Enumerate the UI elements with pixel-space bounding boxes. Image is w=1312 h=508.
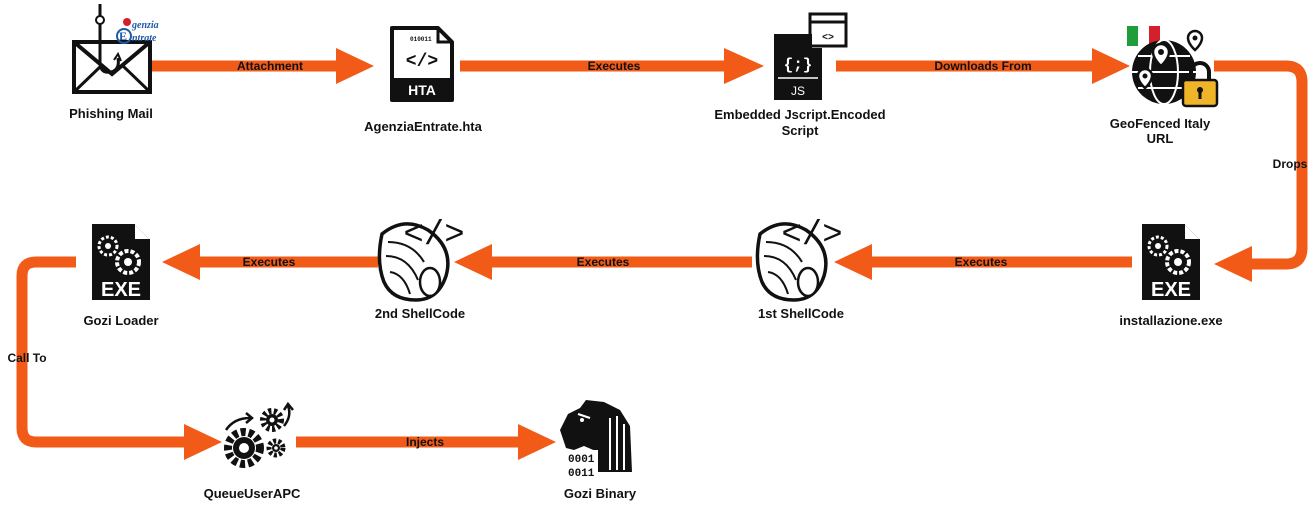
gears-icon — [224, 401, 294, 468]
node-label-gozi-binary: Gozi Binary — [564, 486, 637, 501]
node-label-geofenced-line2: URL — [1147, 131, 1174, 146]
svg-text:EXE: EXE — [101, 279, 141, 301]
node-label-shellcode-2: 2nd ShellCode — [375, 306, 465, 321]
svg-text:0011: 0011 — [568, 468, 595, 480]
edge-downloads-from — [836, 48, 1130, 84]
node-label-geofenced-line1: GeoFenced Italy — [1110, 116, 1211, 131]
edge-attachment — [150, 48, 374, 84]
edge-label-executes-2: Executes — [955, 255, 1008, 269]
edge-label-executes-4: Executes — [243, 255, 296, 269]
edge-label-executes-1: Executes — [588, 59, 641, 73]
shell-code-icon: </> — [755, 217, 843, 302]
edge-label-attachment: Attachment — [237, 59, 303, 73]
svg-text:</>: </> — [781, 217, 842, 255]
edge-drops — [1214, 60, 1308, 282]
svg-text:{;}: {;} — [784, 56, 813, 74]
svg-text:E: E — [119, 29, 127, 43]
edge-executes-1 — [460, 48, 764, 84]
node-geofenced: GeoFenced Italy URL — [1110, 26, 1219, 146]
node-label-queue-user-apc: QueueUserAPC — [204, 486, 301, 501]
node-installazione: EXE installazione.exe — [1119, 224, 1223, 328]
edge-call-to — [16, 256, 222, 460]
svg-text:ntrate: ntrate — [132, 33, 157, 44]
globe-lock-icon — [1132, 29, 1219, 108]
svg-text:0001: 0001 — [568, 454, 595, 466]
svg-text:</>: </> — [406, 52, 438, 72]
edge-executes-2 — [834, 244, 1132, 280]
shell-code-icon: </> — [377, 217, 465, 302]
svg-text:010011: 010011 — [410, 36, 432, 43]
edge-label-injects: Injects — [406, 435, 444, 449]
node-label-hta: AgenziaEntrate.hta — [364, 119, 483, 134]
svg-text:</>: </> — [403, 217, 464, 255]
node-hta: 010011 </> HTA AgenziaEntrate.hta — [364, 26, 483, 134]
edge-label-call-to: Call To — [7, 351, 46, 365]
node-shellcode-1: </> 1st ShellCode — [755, 217, 844, 321]
hta-file-icon: 010011 </> HTA — [390, 26, 454, 102]
edge-executes-3 — [454, 244, 752, 280]
svg-text:HTA: HTA — [408, 82, 436, 98]
edge-label-executes-3: Executes — [577, 255, 630, 269]
svg-text:<>: <> — [822, 33, 834, 44]
flow-arrows — [16, 48, 1308, 460]
svg-text:JS: JS — [791, 84, 805, 98]
trojan-horse-icon: 0001 0011 — [560, 400, 632, 480]
node-phishing-mail: E genzia ntrate Phishing Mail — [69, 4, 159, 121]
node-jscript: <> {;} JS Embedded Jscript.Encoded Scrip… — [714, 12, 886, 138]
node-label-gozi-loader: Gozi Loader — [83, 313, 158, 328]
js-file-icon: <> {;} JS — [774, 12, 848, 100]
edge-label-drops: Drops — [1273, 157, 1308, 171]
node-gozi-loader: EXE Gozi Loader — [83, 224, 159, 328]
exe-file-icon: EXE — [1142, 224, 1200, 301]
envelope-hook-icon — [72, 4, 152, 94]
agenzia-entrate-logo: E genzia ntrate — [116, 18, 159, 44]
italy-flag-icon — [1127, 26, 1160, 46]
edge-labels: Attachment Executes Downloads From Drops… — [7, 59, 1307, 449]
node-queue-user-apc: QueueUserAPC — [204, 401, 301, 501]
svg-text:EXE: EXE — [1151, 279, 1191, 301]
node-label-installazione: installazione.exe — [1119, 313, 1222, 328]
node-label-jscript-line2: Script — [782, 123, 820, 138]
edge-injects — [296, 424, 556, 460]
node-gozi-binary: 0001 0011 Gozi Binary — [560, 400, 637, 501]
exe-file-icon: EXE — [92, 224, 150, 301]
edge-executes-4 — [162, 244, 378, 280]
node-label-phishing-mail: Phishing Mail — [69, 106, 153, 121]
node-label-shellcode-1: 1st ShellCode — [758, 306, 844, 321]
node-label-jscript-line1: Embedded Jscript.Encoded — [714, 107, 885, 122]
svg-text:genzia: genzia — [131, 20, 159, 31]
edge-label-downloads-from: Downloads From — [934, 59, 1031, 73]
node-shellcode-2: </> 2nd ShellCode — [375, 217, 465, 321]
